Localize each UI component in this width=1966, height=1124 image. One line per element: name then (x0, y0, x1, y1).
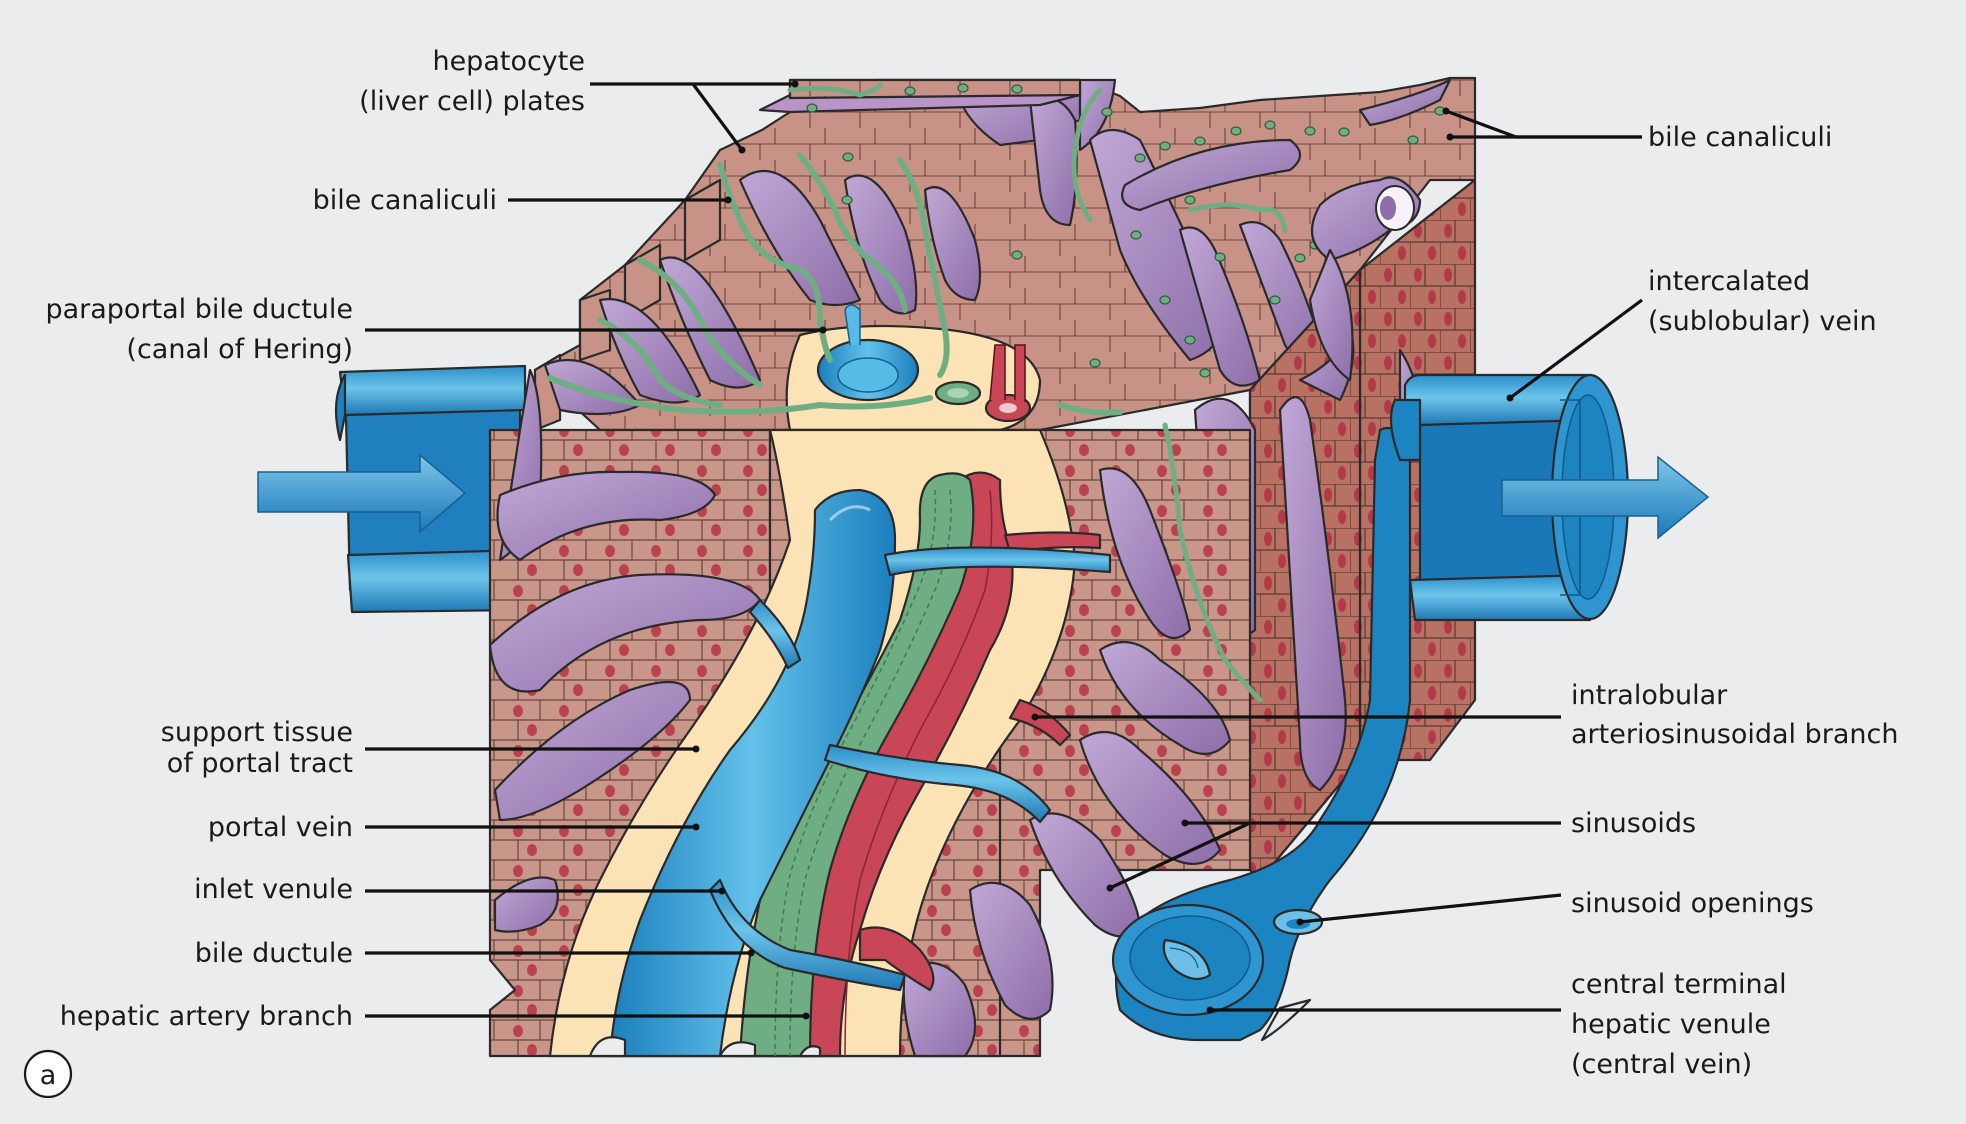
label-inlet-venule: inlet venule (194, 874, 353, 905)
leader-lines (365, 82, 1643, 1018)
label-sinusoids: sinusoids (1571, 808, 1696, 839)
right-bile-canaliculus (1162, 422, 1263, 703)
top-canaliculi-dots (806, 83, 1446, 395)
labels-right: bile canaliculi intercalated (sublobular… (1571, 122, 1898, 1080)
leader-dots (692, 80, 1514, 1020)
lobule-right-face (1193, 176, 1477, 882)
central-vein-shape (1111, 427, 1412, 1042)
label-bile-canaliculi-right: bile canaliculi (1648, 122, 1832, 153)
portal-vein-shape (588, 488, 1112, 1058)
inflow-arrow (257, 453, 467, 534)
label-intralobular-branch-line2: arteriosinusoidal branch (1571, 719, 1898, 750)
label-support-tissue-line1: support tissue (161, 717, 353, 748)
label-intercalated-vein-line1: intercalated (1648, 266, 1810, 297)
label-bile-ductule: bile ductule (195, 938, 353, 969)
label-intralobular-branch-line1: intralobular (1571, 680, 1728, 711)
panel-letter: a (40, 1060, 57, 1091)
label-hepatocyte-plates-line2: (liver cell) plates (359, 86, 585, 117)
label-hepatic-artery-branch: hepatic artery branch (60, 1001, 353, 1032)
label-bile-canaliculi-left: bile canaliculi (313, 185, 497, 216)
labels-left: hepatocyte (liver cell) plates bile cana… (45, 46, 585, 1032)
label-paraportal-bile-ductule-line2: (canal of Hering) (126, 334, 353, 365)
panel-letter-badge: a (23, 1049, 73, 1099)
outflow-arrow (1501, 455, 1710, 540)
label-intercalated-vein-line2: (sublobular) vein (1648, 306, 1877, 337)
label-central-vein-line2: hepatic venule (1571, 1009, 1771, 1040)
top-bile-canaliculi (547, 82, 1288, 416)
label-central-vein-line3: (central vein) (1571, 1049, 1752, 1080)
label-support-tissue-line2: of portal tract (167, 748, 353, 779)
label-hepatocyte-plates-line1: hepatocyte (432, 46, 585, 77)
label-paraportal-bile-ductule-line1: paraportal bile ductule (45, 294, 353, 325)
label-sinusoid-openings: sinusoid openings (1571, 888, 1814, 919)
label-portal-vein: portal vein (208, 812, 353, 843)
front-left-sinusoids (488, 368, 762, 933)
label-central-vein-line1: central terminal (1571, 969, 1787, 1000)
